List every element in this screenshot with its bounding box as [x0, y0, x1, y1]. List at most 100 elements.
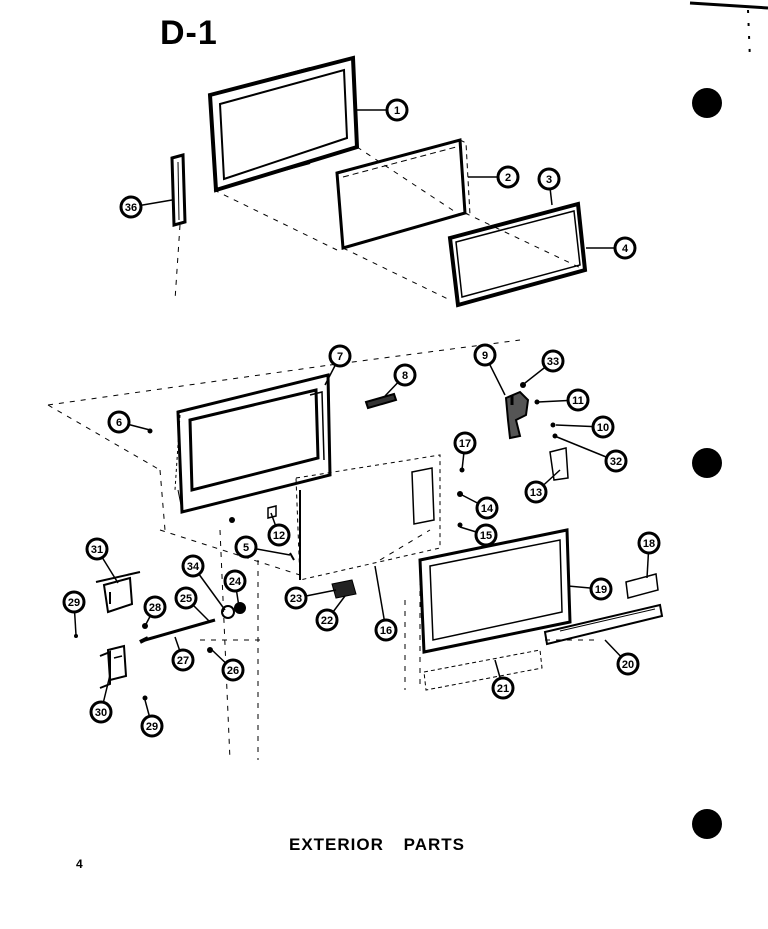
callout-circle: [616, 652, 640, 676]
callout-circle: [315, 608, 339, 632]
callout-circle: [537, 167, 561, 191]
callout-label: 3: [546, 174, 552, 186]
part-long-rail: [543, 603, 664, 646]
callout-label: 34: [187, 561, 200, 573]
callout-label: 29: [146, 721, 158, 733]
part-hinge-lower: [99, 644, 128, 689]
callout-label: 8: [402, 370, 408, 382]
callout-18: 18: [637, 531, 661, 579]
callout-circle: [474, 523, 498, 547]
part-screw: [552, 433, 558, 439]
callout-21: 21: [491, 659, 515, 700]
callout-circle: [181, 554, 205, 578]
callout-label: 36: [125, 202, 137, 214]
callout-label: 22: [321, 615, 333, 627]
callout-5: 5: [234, 535, 291, 559]
callout-circle: [221, 658, 245, 682]
callout-label: 20: [622, 659, 634, 671]
callout-label: 5: [243, 542, 249, 554]
callout-30: 30: [89, 674, 113, 724]
callout-circle: [89, 700, 113, 724]
callout-label: 24: [229, 576, 242, 588]
part-screw: [207, 647, 213, 653]
part-front-panel: [174, 373, 332, 514]
callout-9: 9: [473, 343, 506, 396]
callout-circle: [328, 344, 352, 368]
callout-19: 19: [567, 577, 613, 601]
callout-circle: [591, 415, 615, 439]
scan-mark: [689, 1, 768, 10]
scan-mark: [747, 9, 751, 61]
callout-label: 9: [482, 350, 488, 362]
callout-label: 13: [530, 487, 542, 499]
callout-label: 2: [505, 172, 511, 184]
callout-label: 33: [547, 356, 559, 368]
callout-circle: [637, 531, 661, 555]
callout-31: 31: [85, 537, 119, 584]
callout-label: 4: [622, 243, 629, 255]
callout-label: 15: [480, 530, 492, 542]
callout-circle: [524, 480, 548, 504]
callout-11: 11: [537, 388, 590, 412]
callout-circle: [374, 618, 398, 642]
part-screw: [534, 399, 540, 405]
callout-circle: [473, 343, 497, 367]
callout-27: 27: [171, 636, 195, 672]
part-screen-frame: [447, 201, 588, 308]
part-small-bracket: [267, 505, 277, 519]
callout-label: 12: [273, 530, 285, 542]
callout-circle: [385, 98, 409, 122]
part-latch: [289, 552, 295, 561]
part-screw: [520, 382, 526, 388]
callout-label: 11: [572, 395, 584, 407]
callout-20: 20: [604, 639, 640, 676]
callout-14: 14: [461, 494, 499, 520]
callout-label: 17: [459, 438, 471, 450]
callout-16: 16: [374, 565, 398, 642]
callout-34: 34: [181, 554, 226, 611]
callout-24: 24: [223, 569, 247, 608]
callout-25: 25: [174, 586, 211, 623]
callout-17: 17: [453, 431, 477, 471]
callout-circle: [541, 349, 565, 373]
callout-36: 36: [119, 195, 173, 219]
part-hinge-upper: [95, 571, 141, 614]
callout-circle: [174, 586, 198, 610]
callout-10: 10: [555, 415, 615, 439]
part-bottom-bar: [423, 649, 543, 691]
punch-hole-middle: [692, 448, 722, 478]
callout-circle: [140, 714, 164, 738]
callout-8: 8: [384, 363, 417, 397]
callout-circle: [613, 236, 637, 260]
callout-12: 12: [267, 512, 291, 547]
callout-23: 23: [284, 586, 337, 610]
callout-4: 4: [586, 236, 637, 260]
figure-caption: EXTERIOR PARTS: [289, 835, 465, 854]
callout-circle: [496, 165, 520, 189]
part-shaft-assembly: [139, 602, 246, 644]
callout-label: 1: [394, 105, 400, 117]
part-frame-top: [207, 55, 360, 193]
callout-29: 29: [62, 590, 86, 636]
part-cap: [625, 573, 659, 599]
callout-circle: [119, 195, 143, 219]
callout-label: 10: [597, 422, 609, 434]
callout-label: 7: [337, 351, 343, 363]
callout-circle: [589, 577, 613, 601]
part-lower-frame: [418, 528, 572, 654]
part-control-panel: [295, 454, 441, 581]
part-small-bar: [364, 392, 398, 410]
callout-33: 33: [524, 349, 565, 384]
callout-label: 21: [497, 683, 509, 695]
callout-3: 3: [537, 167, 561, 206]
callout-circle: [267, 523, 291, 547]
callout-label: 26: [227, 665, 239, 677]
part-screw: [142, 695, 148, 701]
punch-hole-top: [692, 88, 722, 118]
callout-circle: [491, 676, 515, 700]
callout-6: 6: [107, 410, 151, 434]
callout-circle: [234, 535, 258, 559]
callout-circle: [284, 586, 308, 610]
callout-circle: [453, 431, 477, 455]
